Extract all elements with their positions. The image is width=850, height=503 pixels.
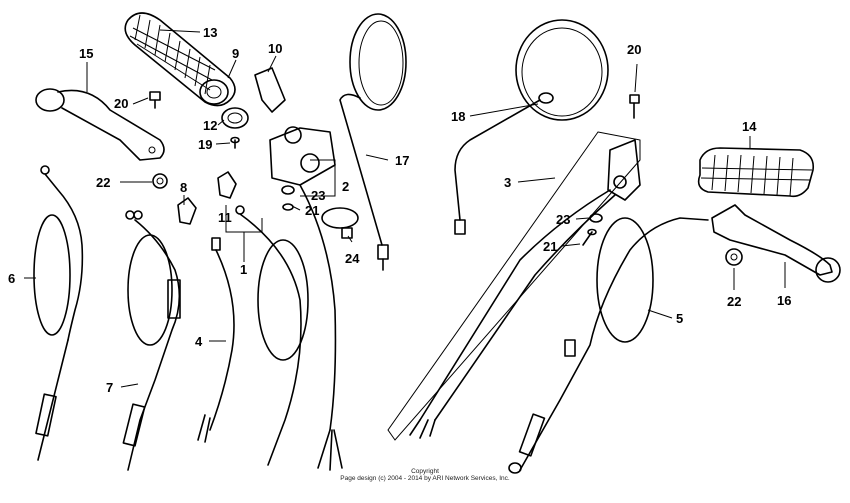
brake-cable bbox=[508, 217, 709, 474]
copyright-notice: Copyright Page design (c) 2004 - 2014 by… bbox=[300, 468, 550, 482]
label-13: 13 bbox=[203, 25, 217, 40]
choke-cable bbox=[197, 237, 235, 443]
cable-adjuster-8 bbox=[177, 197, 197, 225]
copyright-line-2: Page design (c) 2004 - 2014 by ARI Netwo… bbox=[340, 475, 510, 482]
label-17: 17 bbox=[395, 153, 409, 168]
label-12: 12 bbox=[203, 118, 217, 133]
clamp-24 bbox=[321, 207, 359, 239]
pivot-bolt-left bbox=[149, 91, 161, 109]
label-23-right: 23 bbox=[556, 212, 570, 227]
left-grip bbox=[124, 12, 236, 107]
label-22-right: 22 bbox=[727, 294, 741, 309]
label-21-right: 21 bbox=[543, 239, 557, 254]
nut-right bbox=[725, 248, 743, 266]
label-4: 4 bbox=[195, 334, 203, 349]
pivot-bolt-right bbox=[629, 94, 640, 119]
clutch-cable bbox=[33, 165, 84, 461]
cable-adjuster-11 bbox=[217, 171, 237, 199]
right-switch-harness bbox=[387, 131, 641, 441]
label-6: 6 bbox=[8, 271, 15, 286]
screw-washer-right bbox=[582, 213, 603, 246]
label-20-right: 20 bbox=[627, 42, 641, 57]
left-mirror bbox=[339, 13, 407, 271]
label-1: 1 bbox=[240, 262, 247, 277]
label-8: 8 bbox=[180, 180, 187, 195]
label-24: 24 bbox=[345, 251, 360, 266]
throttle-cable bbox=[122, 210, 181, 471]
label-19: 19 bbox=[198, 137, 212, 152]
right-grip bbox=[697, 147, 815, 198]
right-mirror bbox=[454, 19, 609, 235]
label-22-left: 22 bbox=[96, 175, 110, 190]
label-15: 15 bbox=[79, 46, 93, 61]
cable-holder-10 bbox=[254, 67, 286, 113]
throttle-collar bbox=[221, 107, 249, 129]
label-5: 5 bbox=[676, 311, 683, 326]
label-3: 3 bbox=[504, 175, 511, 190]
label-14: 14 bbox=[742, 119, 757, 134]
copyright-line-1: Copyright bbox=[411, 468, 439, 475]
label-16: 16 bbox=[777, 293, 791, 308]
label-18: 18 bbox=[451, 109, 465, 124]
label-23-left: 23 bbox=[311, 188, 325, 203]
label-20-left: 20 bbox=[114, 96, 128, 111]
label-10: 10 bbox=[268, 41, 282, 56]
label-2: 2 bbox=[342, 179, 349, 194]
screw-19 bbox=[230, 136, 240, 149]
label-7: 7 bbox=[106, 380, 113, 395]
label-9: 9 bbox=[232, 46, 239, 61]
label-11: 11 bbox=[218, 210, 232, 225]
clutch-lever bbox=[35, 88, 165, 161]
switch-wiring bbox=[235, 184, 343, 471]
brake-lever bbox=[711, 204, 841, 283]
part-labels: 13 9 10 15 20 12 19 22 8 11 1 23 2 21 24… bbox=[8, 25, 791, 395]
nut-left bbox=[152, 173, 168, 189]
leader-lines bbox=[24, 29, 786, 388]
label-21-left: 21 bbox=[305, 203, 319, 218]
